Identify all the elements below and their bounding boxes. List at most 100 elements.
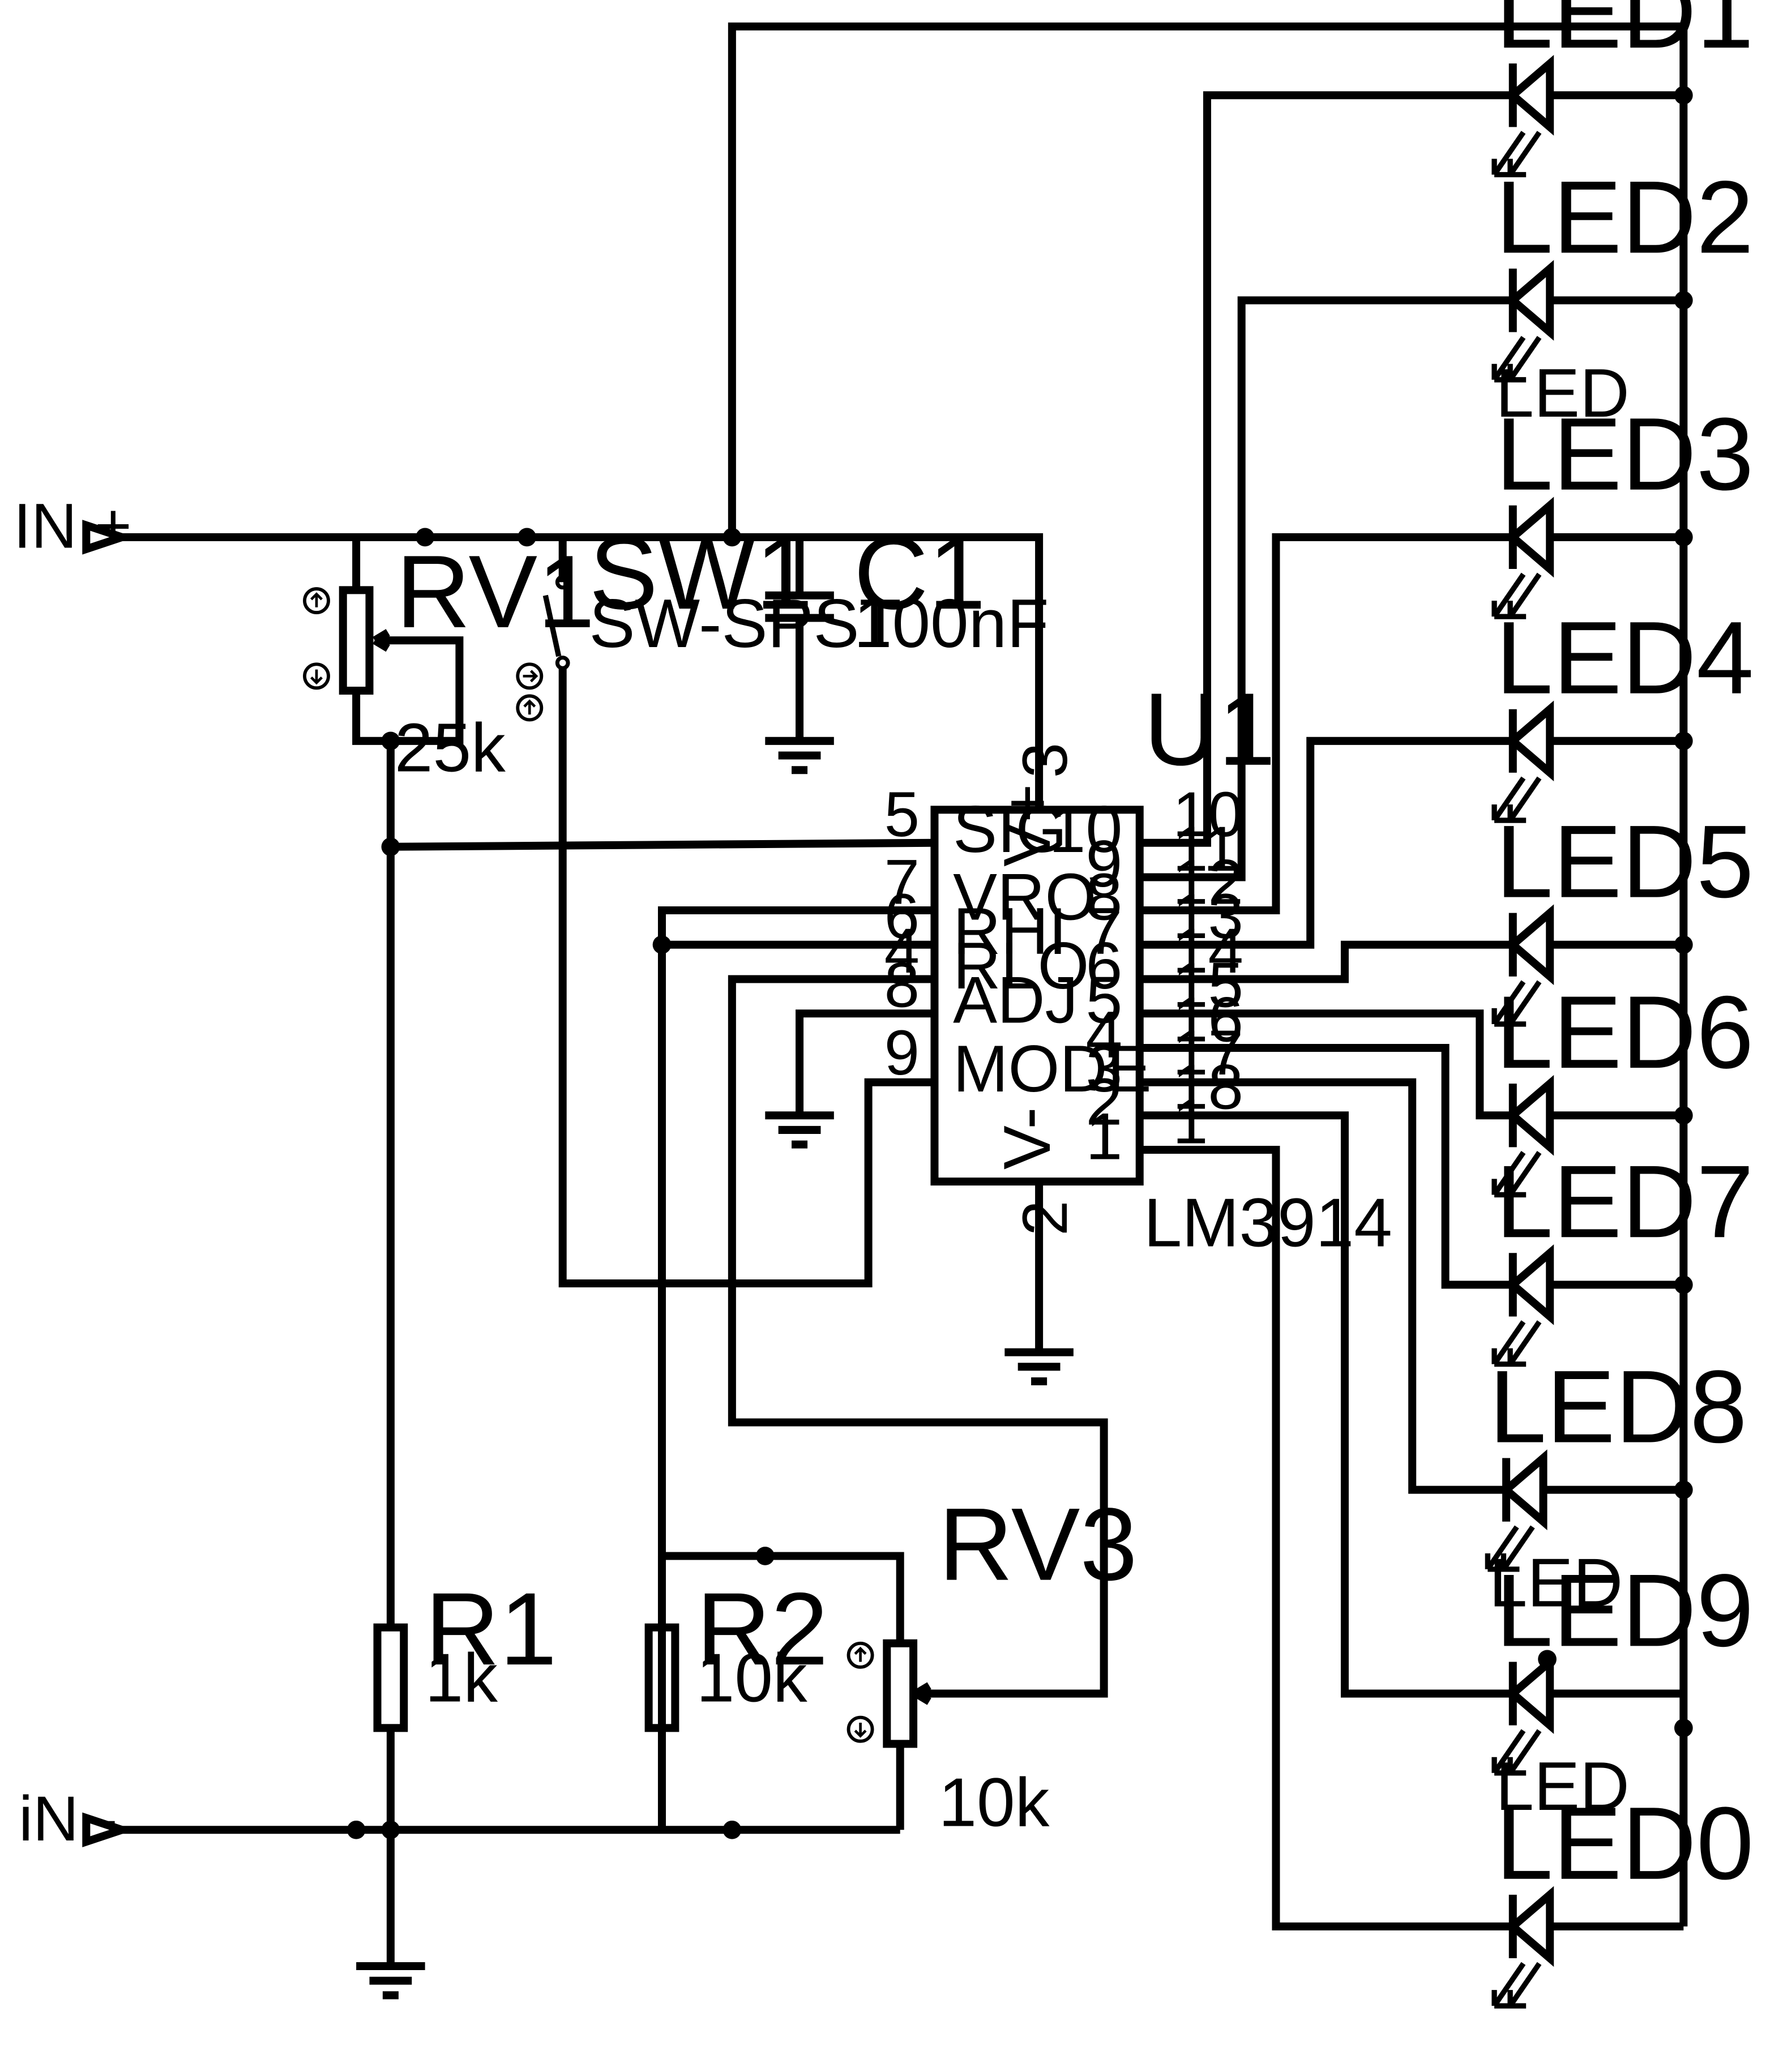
u1-pin-name-7: 7 xyxy=(1085,894,1122,968)
led-ref: LED3 xyxy=(1495,396,1754,512)
junction-dot xyxy=(1674,291,1693,310)
c1-ref: C1 xyxy=(854,515,986,631)
u1-pin-name-9: 9 xyxy=(1085,827,1122,901)
rv1-value: 25k xyxy=(395,709,506,786)
led-light-arrows-icon xyxy=(1491,1962,1542,2009)
u1-pin-name-6: 6 xyxy=(1085,928,1122,1003)
led-value: LED xyxy=(1489,1544,1623,1621)
c1: C1 100nF xyxy=(765,515,1049,662)
junction-dot xyxy=(755,1547,775,1565)
wire-u1-outputs xyxy=(1139,91,1513,1930)
led-diode-icon xyxy=(1507,700,1554,782)
u1-pin-name-rlo: RLO xyxy=(953,928,1089,1003)
led-light-arrows-icon xyxy=(1485,1525,1535,1572)
wire-sig xyxy=(390,838,935,851)
led-light-arrows-icon xyxy=(1491,572,1542,619)
u1-body xyxy=(930,806,1144,1186)
led-diode-icon xyxy=(1507,1886,1554,1967)
u1-pin-num-2: 2 xyxy=(1009,1201,1080,1236)
led-ref: LED1 xyxy=(1495,0,1754,70)
sw1-down-icon xyxy=(516,662,544,690)
led-value: LED xyxy=(1495,354,1629,431)
u1-pin-num-10: 10 xyxy=(1173,778,1243,850)
u1-pin-num-7: 7 xyxy=(884,846,920,917)
u1-pin-num-11: 11 xyxy=(1173,813,1238,884)
rv1-body xyxy=(339,586,374,695)
r1-value: 1k xyxy=(425,1639,498,1716)
junction-dot xyxy=(416,528,435,547)
junction-dot xyxy=(1674,1718,1693,1737)
u1-pin-num-18: 18 xyxy=(1173,1051,1243,1123)
u1-pin-name-2: 2 xyxy=(1085,1065,1122,1139)
junction-dot xyxy=(381,731,400,751)
junction-dot xyxy=(723,528,742,547)
led-9: LED0 xyxy=(1491,1786,1754,2009)
u1-pin-name-10: 10 xyxy=(1049,792,1122,866)
sw1-up-icon xyxy=(516,694,544,722)
wire-rv1 xyxy=(352,537,464,1628)
ground-icon xyxy=(1004,1348,1074,1386)
rv1-down-icon xyxy=(303,662,330,690)
u1-pin-num-5: 5 xyxy=(884,778,920,850)
rv1-ref: RV1 xyxy=(396,534,595,649)
wire-top-rail xyxy=(728,22,1688,1927)
led-ref: LED8 xyxy=(1489,1349,1747,1465)
led-light-arrows-icon xyxy=(1491,980,1542,1027)
wire-led-anodes xyxy=(1543,91,1684,1930)
sw1-ref: SW1 xyxy=(589,515,813,631)
led-diode-icon xyxy=(1507,1653,1554,1734)
junction-dot xyxy=(1674,85,1693,105)
rv3-wiper-arrow xyxy=(914,1682,931,1705)
c1-value: 100nF xyxy=(854,585,1049,662)
rv1: RV1 25k xyxy=(303,534,595,786)
junction-dot xyxy=(1674,1275,1693,1294)
led-ref: LED5 xyxy=(1495,804,1754,919)
rv3-body xyxy=(883,1639,918,1748)
rv3-down-icon xyxy=(847,1715,874,1743)
u1-pin-num-8: 8 xyxy=(884,949,920,1021)
led-0: LED1 xyxy=(1491,0,1754,178)
led-5: LED6 xyxy=(1491,974,1754,1198)
sw1-lever xyxy=(542,594,562,657)
u1-pin-name-vminus: V- xyxy=(990,1107,1064,1170)
led-diode-icon xyxy=(1500,1449,1547,1530)
led-diode-icon xyxy=(1507,1074,1554,1156)
junction-dot xyxy=(347,1820,366,1839)
led-ref: LED6 xyxy=(1495,974,1754,1090)
port-in-minus-symbol xyxy=(82,1812,135,1848)
u1-pin-name-8: 8 xyxy=(1085,859,1122,934)
sw1-contact-bottom xyxy=(555,656,570,670)
wire-vro-rhi xyxy=(657,906,935,1830)
u1: U1 LM3914 SIG 5 VRO 7 RHI 6 RLO 4 ADJ 8 … xyxy=(884,671,1392,1261)
wire-in-minus-rail xyxy=(122,1728,900,1964)
u1-pin-name-4: 4 xyxy=(1085,997,1122,1071)
u1-value: LM3914 xyxy=(1144,1184,1392,1261)
led-diode-icon xyxy=(1507,1244,1554,1325)
u1-pin-num-15: 15 xyxy=(1173,949,1243,1021)
led-ref: LED7 xyxy=(1495,1144,1754,1259)
led-light-arrows-icon xyxy=(1491,336,1542,383)
rv3-ref: RV3 xyxy=(938,1487,1137,1602)
port-in-minus-label: iN - xyxy=(19,1783,117,1854)
u1-pin-name-3: 3 xyxy=(1085,1031,1122,1106)
led-diode-icon xyxy=(1507,496,1554,578)
led-diode-icon xyxy=(1507,260,1554,341)
u1-pin-num-17: 17 xyxy=(1173,1017,1243,1088)
sw1-value: SW-SPST xyxy=(589,585,901,662)
rv1-up-icon xyxy=(303,587,330,615)
led-ref: LED0 xyxy=(1495,1786,1754,1901)
led-light-arrows-icon xyxy=(1491,131,1542,178)
u1-pin-name-rhi: RHI xyxy=(953,894,1067,968)
u1-ref: U1 xyxy=(1144,671,1276,787)
sw1-contact-top xyxy=(555,575,570,590)
u1-pin-num-4: 4 xyxy=(884,915,920,986)
u1-pin-name-sig: SIG xyxy=(953,792,1067,866)
r2-ref: R2 xyxy=(696,1571,828,1686)
u1-pin-name-mode: MODE xyxy=(953,1031,1152,1106)
junction-dot xyxy=(1674,731,1693,751)
u1-pin-num-14: 14 xyxy=(1173,915,1243,986)
junctions xyxy=(347,85,1693,1839)
u1-pin-name-5: 5 xyxy=(1085,963,1122,1037)
